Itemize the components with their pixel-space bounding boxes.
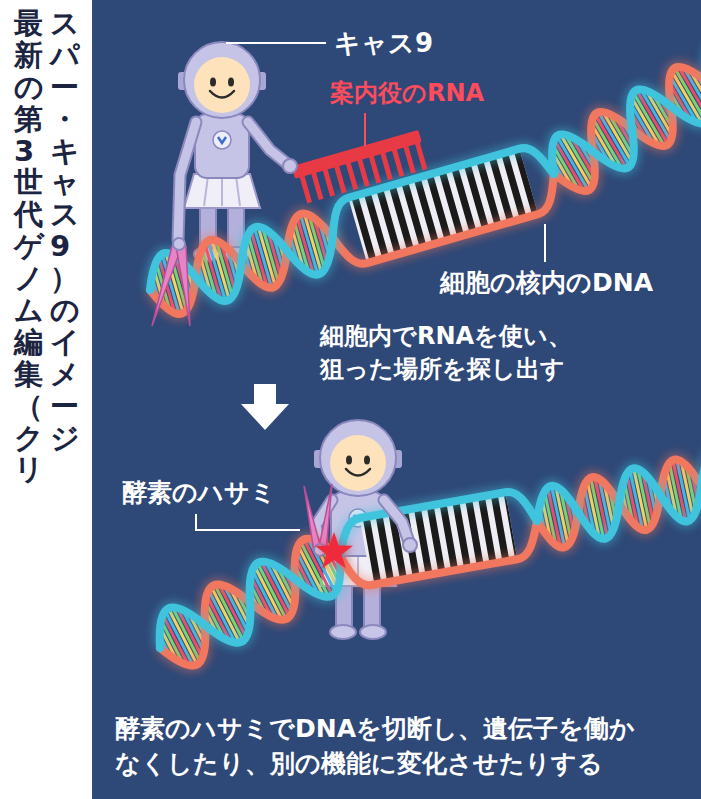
label-slot: 細胞の核内のDNA: [440, 268, 653, 298]
robot-arm: [248, 122, 290, 166]
dna-helix: [530, 447, 701, 552]
label-slot: 細胞内でRNAを使い、 狙った場所を探し出す: [320, 320, 600, 386]
scissors-blade: [176, 246, 190, 326]
robot-hand: [283, 159, 297, 173]
dna-strand: [334, 488, 537, 556]
strand-glow: [538, 34, 701, 201]
strand-glow: [530, 447, 701, 552]
leader-line: [544, 224, 546, 262]
robot-hand: [173, 238, 185, 250]
part-label: キャス9: [334, 28, 433, 59]
dna-strand: [146, 528, 355, 676]
robot-arm: [248, 122, 290, 166]
robot-hand: [403, 538, 417, 552]
dna-strand: [530, 447, 701, 552]
label-slot: 酵素のハサミ: [122, 478, 276, 508]
label-slot: 案内役のRNA: [330, 79, 484, 108]
dna-bubble: [334, 488, 543, 590]
strand-glow: [538, 34, 701, 201]
part-label: 案内役のRNA: [330, 79, 484, 108]
dna-helix: [146, 528, 355, 676]
leader-line: [196, 514, 300, 530]
strand-glow: [340, 521, 543, 589]
robot-arm: [178, 122, 196, 240]
label-slot: 最新の第3世代ゲノム編集（クリスパー・キャス9）のイメージ: [14, 8, 80, 488]
dna-strand: [146, 528, 355, 676]
step-note: 細胞内でRNAを使い、 狙った場所を探し出す: [320, 320, 600, 386]
strand-glow: [530, 447, 701, 552]
rna-bar: [291, 130, 421, 179]
cut-glow: [315, 532, 353, 568]
part-label: 細胞の核内のDNA: [440, 268, 653, 298]
step-note: 酵素のハサミでDNAを切断し、遺伝子を働か なくしたり、別の機能に変化させたりす…: [115, 712, 695, 781]
strand-glow: [146, 528, 355, 676]
dna-strand: [538, 34, 701, 201]
dna-strand: [530, 447, 701, 552]
label-slot: 酵素のハサミでDNAを切断し、遺伝子を働か なくしたり、別の機能に変化させたりす…: [115, 712, 695, 781]
dna-strand: [340, 521, 543, 589]
vertical-title: 最新の第3世代ゲノム編集（クリスパー・キャス9）のイメージ: [14, 8, 80, 488]
part-label: 酵素のハサミ: [122, 478, 276, 508]
leader-line: [226, 42, 326, 44]
scissors-blade: [318, 484, 332, 552]
robot-arm: [178, 122, 196, 240]
strand-glow: [334, 488, 537, 556]
leader-line: [364, 113, 366, 146]
dna-strand: [538, 34, 701, 201]
open-bases: [369, 526, 512, 551]
cut-burst: [315, 532, 353, 568]
label-slot: キャス9: [334, 28, 433, 59]
dna-helix: [538, 34, 701, 201]
strand-glow: [146, 528, 355, 676]
down-arrow: [241, 384, 289, 430]
